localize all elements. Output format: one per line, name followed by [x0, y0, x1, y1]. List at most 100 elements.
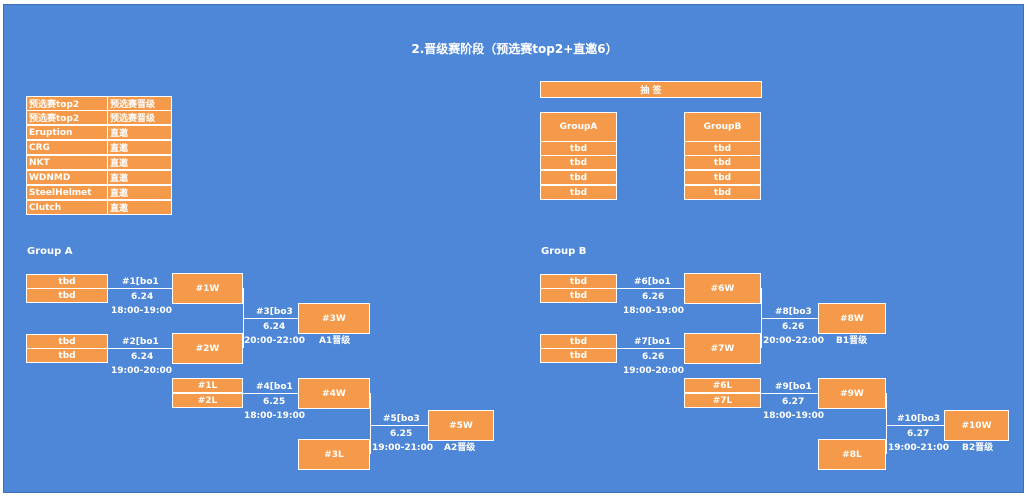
- team-status-cell: 直邀: [107, 155, 172, 170]
- bracket-line: [243, 393, 298, 394]
- group-b-team-slot: tbd: [540, 274, 617, 289]
- bracket-line: [617, 348, 684, 349]
- team-name-cell: SteelHelmet: [26, 185, 108, 200]
- team-status-cell: 直邀: [107, 200, 172, 215]
- match-label: #10[bo3: [897, 414, 941, 424]
- team-status-cell: 预选赛晋级: [107, 110, 172, 125]
- bracket-line: [886, 393, 887, 454]
- match-date: 6.27: [782, 397, 805, 407]
- bracket-result-box: #8W: [818, 303, 886, 334]
- match-time: 20:00-22:00: [244, 336, 306, 346]
- bracket-result-box: #6W: [684, 273, 761, 304]
- bracket-line: [370, 425, 428, 426]
- group-b-team-slot: tbd: [540, 348, 617, 363]
- bracket-line: [617, 288, 684, 289]
- team-source-cell: 预选赛top2: [26, 110, 108, 125]
- group-b-team-slot: tbd: [540, 334, 617, 349]
- match-time: 19:00-20:00: [623, 366, 685, 376]
- bracket-loser-slot: #6L: [684, 378, 761, 393]
- match-date: 6.26: [642, 292, 665, 302]
- match-time: 19:00-21:00: [888, 443, 950, 453]
- team-status-cell: 预选赛晋级: [107, 96, 172, 111]
- match-date: 6.24: [131, 292, 154, 302]
- match-label: #4[bo1: [256, 382, 293, 392]
- qualify-label: A1晋级: [319, 336, 351, 346]
- spreadsheet-board: 2.晋级赛阶段（预选赛top2+直邀6） 预选赛top2 预选赛晋级 预选赛to…: [3, 4, 1024, 493]
- team-name-cell: Clutch: [26, 200, 108, 215]
- group-b-team-slot: tbd: [540, 288, 617, 303]
- match-label: #8[bo3: [775, 307, 812, 317]
- match-time: 18:00-19:00: [763, 411, 825, 421]
- match-label: #7[bo1: [634, 337, 671, 347]
- bracket-result-box: #7W: [684, 333, 761, 364]
- bracket-line: [108, 348, 172, 349]
- group-a-label: Group A: [27, 246, 73, 257]
- bracket-line: [243, 318, 298, 319]
- bracket-result-box: #1W: [172, 273, 243, 304]
- draw-group-b-slot: tbd: [684, 141, 761, 156]
- match-label: #6[bo1: [634, 277, 671, 287]
- match-date: 6.24: [263, 322, 286, 332]
- match-time: 18:00-19:00: [111, 306, 173, 316]
- match-label: #2[bo1: [122, 337, 159, 347]
- team-name-cell: WDNMD: [26, 170, 108, 185]
- team-name-cell: NKT: [26, 155, 108, 170]
- match-time: 19:00-21:00: [372, 443, 434, 453]
- match-time: 19:00-20:00: [111, 366, 173, 376]
- team-status-cell: 直邀: [107, 140, 172, 155]
- qualify-label: B2晋级: [962, 443, 994, 453]
- bracket-loser-slot: #1L: [172, 378, 243, 393]
- team-status-cell: 直邀: [107, 185, 172, 200]
- draw-header: 抽 签: [540, 81, 762, 98]
- draw-group-a-slot: tbd: [540, 155, 617, 170]
- bracket-result-box: #9W: [818, 378, 886, 409]
- qualify-label: B1晋级: [836, 336, 868, 346]
- draw-group-a-slot: tbd: [540, 170, 617, 185]
- group-a-team-slot: tbd: [26, 334, 108, 349]
- team-source-cell: 预选赛top2: [26, 96, 108, 111]
- group-a-team-slot: tbd: [26, 288, 108, 303]
- match-date: 6.26: [782, 322, 805, 332]
- match-date: 6.25: [390, 429, 413, 439]
- match-date: 6.25: [263, 397, 286, 407]
- match-label: #9[bo1: [775, 382, 812, 392]
- team-name-cell: Eruption: [26, 125, 108, 140]
- match-label: #1[bo1: [122, 277, 159, 287]
- match-date: 6.27: [907, 429, 930, 439]
- group-a-team-slot: tbd: [26, 348, 108, 363]
- group-b-label: Group B: [541, 246, 587, 257]
- bracket-result-box: #3W: [298, 303, 370, 334]
- match-time: 18:00-19:00: [244, 411, 306, 421]
- bracket-result-box: #5W: [428, 410, 494, 441]
- bracket-line: [761, 318, 818, 319]
- draw-group-b-slot: tbd: [684, 155, 761, 170]
- draw-group-a-slot: tbd: [540, 141, 617, 156]
- bracket-loser-slot: #8L: [818, 439, 886, 470]
- bracket-result-box: #2W: [172, 333, 243, 364]
- qualify-label: A2晋级: [444, 443, 476, 453]
- bracket-line: [370, 393, 371, 454]
- match-time: 18:00-19:00: [623, 306, 685, 316]
- bracket-loser-slot: #3L: [298, 439, 370, 470]
- bracket-loser-slot: #2L: [172, 393, 243, 408]
- match-date: 6.26: [642, 352, 665, 362]
- match-time: 20:00-22:00: [763, 336, 825, 346]
- bracket-result-box: #4W: [298, 378, 370, 409]
- team-status-cell: 直邀: [107, 125, 172, 140]
- bracket-line: [761, 393, 818, 394]
- draw-group-a-header: GroupA: [540, 112, 617, 142]
- bracket-loser-slot: #7L: [684, 393, 761, 408]
- draw-group-b-slot: tbd: [684, 185, 761, 200]
- bracket-line: [886, 425, 944, 426]
- draw-group-b-header: GroupB: [684, 112, 761, 142]
- draw-group-b-slot: tbd: [684, 170, 761, 185]
- group-a-team-slot: tbd: [26, 274, 108, 289]
- draw-group-a-slot: tbd: [540, 185, 617, 200]
- match-label: #5[bo3: [383, 414, 420, 424]
- team-name-cell: CRG: [26, 140, 108, 155]
- bracket-line: [108, 288, 172, 289]
- page-title: 2.晋级赛阶段（预选赛top2+直邀6）: [411, 42, 618, 56]
- team-status-cell: 直邀: [107, 170, 172, 185]
- match-label: #3[bo3: [256, 307, 293, 317]
